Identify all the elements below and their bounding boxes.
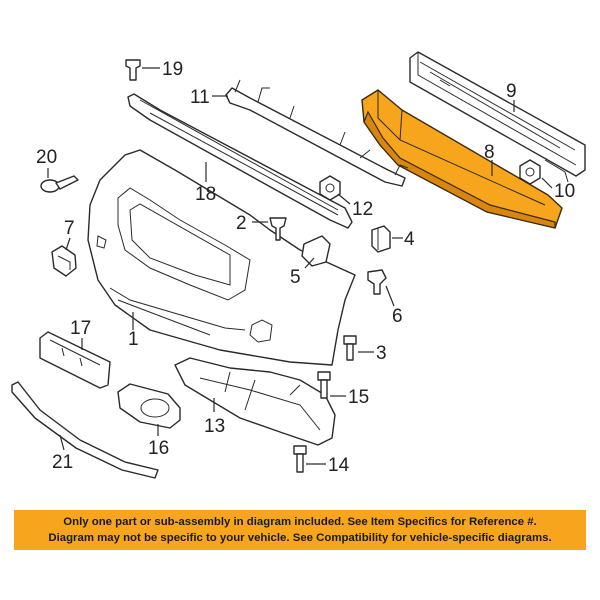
part-20-retainer [40, 175, 79, 193]
part-6-clip [367, 269, 387, 295]
callout-11: 11 [190, 87, 210, 108]
callout-6: 6 [392, 306, 403, 327]
part-4-bracket [371, 225, 391, 253]
disclaimer-line-1: Only one part or sub-assembly in diagram… [63, 516, 537, 528]
part-1-bumper-cover [87, 149, 356, 366]
part-9-reinforcement [409, 51, 586, 183]
callout-10: 10 [554, 181, 575, 202]
part-7-clip [51, 245, 77, 277]
callout-9: 9 [506, 81, 517, 102]
part-11-bracket [225, 79, 409, 187]
disclaimer-line-2: Diagram may not be specific to your vehi… [48, 532, 552, 544]
part-21-molding [11, 381, 159, 479]
callout-8: 8 [484, 142, 495, 163]
callout-20: 20 [36, 147, 57, 168]
part-13-undercover [174, 357, 336, 446]
callout-7: 7 [64, 218, 75, 239]
callout-2: 2 [236, 213, 247, 234]
callout-15: 15 [348, 387, 369, 408]
part-2-clip [269, 217, 287, 241]
callout-17: 17 [70, 318, 91, 339]
part-12-nut [319, 175, 341, 201]
callout-12: 12 [352, 199, 373, 220]
part-3-bolt [343, 335, 357, 361]
leader-lines [47, 67, 553, 465]
part-5-bracket [301, 235, 331, 267]
disclaimer-banner: Only one part or sub-assembly in diagram… [14, 510, 586, 550]
callout-21: 21 [52, 452, 73, 473]
part-18-bar [127, 93, 353, 229]
callout-18: 18 [195, 184, 216, 205]
callout-5: 5 [290, 267, 301, 288]
callout-13: 13 [204, 416, 225, 437]
callout-1: 1 [128, 329, 139, 350]
callout-19: 19 [162, 59, 183, 80]
part-14-bolt [293, 445, 307, 473]
parts-diagram: 19 9 11 8 10 18 12 2 4 5 6 3 15 14 13 16… [11, 51, 586, 479]
part-8-energy-absorber [361, 89, 563, 229]
part-19-clip [125, 59, 141, 81]
callout-14: 14 [328, 455, 350, 476]
callout-4: 4 [404, 229, 415, 250]
callout-3: 3 [376, 343, 387, 364]
part-15-bolt [317, 371, 331, 399]
part-16-fog-lamp-cover [117, 383, 181, 429]
part-10-nut [519, 159, 541, 185]
callout-16: 16 [148, 438, 169, 459]
part-17-bracket [39, 331, 111, 389]
